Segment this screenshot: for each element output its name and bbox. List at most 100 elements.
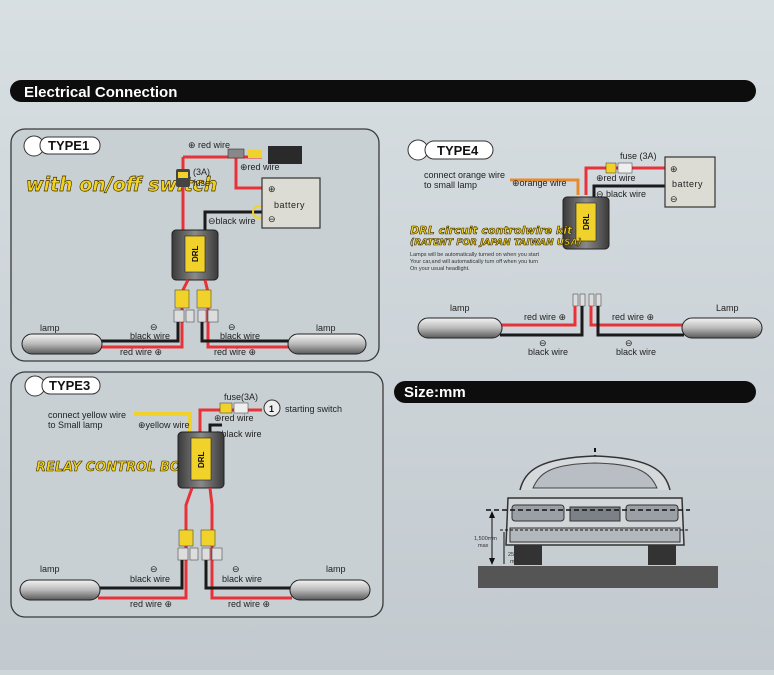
svg-text:⊕: ⊕ — [268, 184, 276, 194]
ground — [478, 566, 718, 588]
type3-relay-label: RELAY CONTROL BOX — [36, 460, 191, 475]
type1-lamp-right-label: lamp — [316, 323, 336, 333]
type3-black-wire-right-label: black wire — [222, 574, 262, 584]
type4-kit-title: DRL circuit controlwire kit — [410, 224, 573, 237]
type4-tag: TYPE4 — [407, 139, 494, 161]
type1-lamp-left: lamp — [21, 323, 103, 355]
type1-black-wire-label: ⊖black wire — [208, 216, 256, 226]
type3-yellow-wire — [134, 412, 192, 432]
size-height-max-label: max — [478, 543, 489, 549]
type4-connect-label-1: connect orange wire — [424, 170, 505, 180]
type1-red-wire-right-label: red wire ⊕ — [214, 347, 256, 357]
type3-switch-label: starting switch — [285, 404, 342, 414]
type4-battery: ⊕ battery ⊖ — [664, 156, 716, 208]
type4-connect-label-2: to small lamp — [424, 180, 477, 190]
type1-black-wire-left-label: black wire — [130, 331, 170, 341]
type3-tag: TYPE3 — [24, 375, 101, 397]
size-section: Size:mm 1,500mm max 250mm max — [394, 381, 756, 588]
size-header-bar — [394, 381, 756, 403]
type4-red-wire-label: ⊕red wire — [596, 173, 636, 183]
type4-lamp-right: Lamp — [681, 303, 763, 339]
svg-text:⊖: ⊖ — [232, 564, 240, 574]
type4-lamp-left: lamp — [417, 303, 503, 339]
svg-text:⊖: ⊖ — [150, 322, 158, 332]
type1-battery-label: battery — [274, 200, 305, 210]
type4-lamp-right-label: Lamp — [716, 303, 739, 313]
type4-fuse-label: fuse (3A) — [620, 151, 657, 161]
type3-connect-label-2: to Small lamp — [48, 420, 103, 430]
svg-text:⊖: ⊖ — [228, 322, 236, 332]
type4-red-wire — [584, 166, 665, 195]
header-bar: Electrical Connection — [10, 80, 756, 102]
type1-black-wire-battery — [203, 210, 262, 235]
type3-red-wire-right-label: red wire ⊕ — [228, 599, 270, 609]
svg-text:⊖: ⊖ — [670, 194, 678, 204]
type3-lamp-right: lamp — [289, 564, 371, 601]
type1-lamp-right: lamp — [287, 323, 367, 355]
type3-red-wire-left-label: red wire ⊕ — [130, 599, 172, 609]
key-icon: 1 — [269, 404, 274, 414]
type1-fuse-label: (3A) — [193, 167, 210, 177]
type1-red-wire-left-label: red wire ⊕ — [120, 347, 162, 357]
type3-lamp-left-label: lamp — [40, 564, 60, 574]
type4-black-wire-left-label: black wire — [528, 347, 568, 357]
type3-module-label: DRL — [197, 451, 206, 468]
type3-red-wire-label: ⊕red wire — [214, 413, 254, 423]
type4-lamp-left-label: lamp — [450, 303, 470, 313]
type1-red-wire-side-label: ⊕red wire — [240, 162, 280, 172]
type4-module-label: DRL — [582, 213, 591, 230]
type3-starting-switch: 1 — [263, 399, 281, 417]
type4-section: TYPE4 connect orange wire to small lamp … — [407, 139, 763, 357]
type4-battery-label: battery — [672, 179, 703, 189]
type1-module-label: DRL — [191, 245, 200, 262]
size-height-label: 1,500mm — [474, 536, 497, 542]
svg-text:⊖: ⊖ — [625, 338, 633, 348]
type4-red-wire-right-label: red wire ⊕ — [612, 312, 654, 322]
type3-black-wire-label: ⊖black wire — [214, 429, 262, 439]
type1-fuse-label-2: fuse — [193, 178, 210, 188]
type3-fuse-label: fuse(3A) — [224, 392, 258, 402]
type4-note-1: Lamps will be automatically turned on wh… — [410, 252, 539, 258]
type3-connect-label-1: connect yellow wire — [48, 410, 126, 420]
type3-yellow-wire-label: ⊕yellow wire — [138, 420, 190, 430]
header-title: Electrical Connection — [24, 84, 177, 101]
size-title: Size:mm — [404, 384, 466, 401]
type1-red-wire-top-label: ⊕ red wire — [188, 140, 230, 150]
type4-orange-wire — [510, 178, 580, 195]
svg-text:⊕: ⊕ — [670, 164, 678, 174]
type3-drl-module: DRL — [177, 431, 225, 489]
type3-lamp-left: lamp — [19, 564, 101, 601]
svg-text:⊖: ⊖ — [150, 564, 158, 574]
type1-battery: ⊕ battery ⊖ — [261, 177, 321, 229]
type3-panel: TYPE3 connect yellow wire to Small lamp … — [10, 371, 384, 618]
type3-black-wire-left-label: black wire — [130, 574, 170, 584]
type4-black-wire — [592, 184, 665, 200]
height-dimension: 1,500mm max — [474, 511, 497, 565]
type4-red-wire-left-label: red wire ⊕ — [524, 312, 566, 322]
type1-tag: TYPE1 — [23, 135, 101, 157]
type1-switch — [268, 146, 302, 164]
size-low-label: 250mm — [508, 552, 527, 558]
low-dimension: 250mm max — [503, 532, 527, 565]
type4-black-wire-label: ⊖ black wire — [596, 189, 646, 199]
type4-kit-subtitle: (RATENT FOR JAPAN TAIWAN USA) — [410, 238, 582, 248]
type3-label: TYPE3 — [49, 378, 90, 393]
type1-drl-module: DRL — [171, 229, 219, 281]
type4-note-2: Your car,and will automatically turn off… — [410, 259, 538, 265]
car-front-illustration — [486, 448, 690, 565]
type1-label: TYPE1 — [48, 138, 89, 153]
type4-orange-wire-label: ⊕orange wire — [512, 178, 567, 188]
svg-text:⊖: ⊖ — [539, 338, 547, 348]
type1-black-wire-right-label: black wire — [220, 331, 260, 341]
type3-lamp-right-label: lamp — [326, 564, 346, 574]
type4-label: TYPE4 — [437, 143, 479, 158]
type1-panel: TYPE1 with on/off switch ⊕ red wire (3A)… — [10, 128, 380, 362]
size-low-max-label: max — [510, 559, 521, 565]
type4-note-3: On your usual headlight. — [410, 266, 470, 272]
type1-lamp-left-label: lamp — [40, 323, 60, 333]
type4-black-wire-right-label: black wire — [616, 347, 656, 357]
svg-text:⊖: ⊖ — [268, 214, 276, 224]
type4-drl-module: DRL — [562, 196, 610, 250]
